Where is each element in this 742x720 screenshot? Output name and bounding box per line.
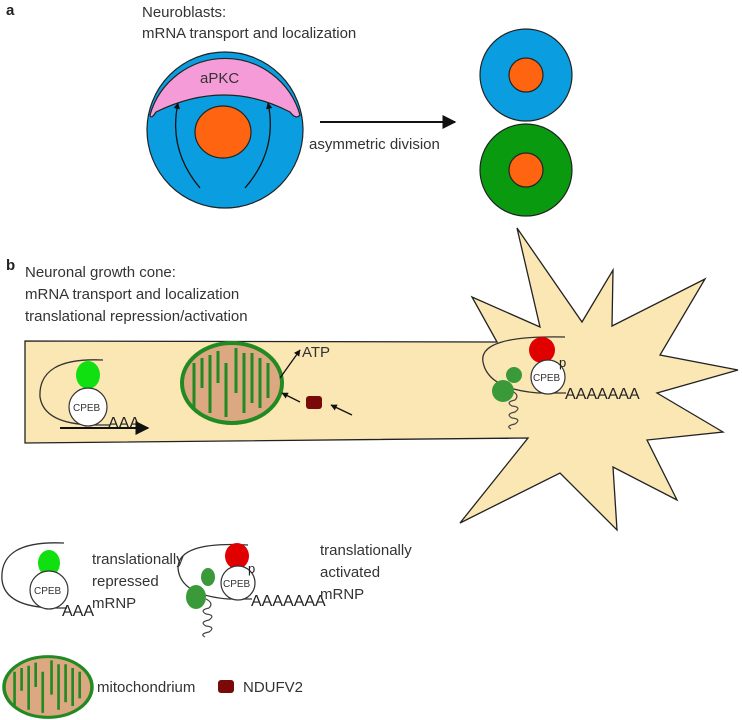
panel-a-title-line1: Neuroblasts: [142, 4, 226, 21]
legend-repressed-line2: repressed [92, 573, 159, 590]
ribosome-large-subunit [492, 380, 514, 402]
phospho-label: p [559, 355, 566, 370]
panel-b-title-line3: translational repression/activation [25, 308, 248, 325]
polya-tail-long: AAAAAAA [251, 593, 326, 610]
ribosome-small-subunit [506, 367, 522, 383]
cpeb [530, 359, 566, 395]
panel-b-label: b [6, 257, 15, 274]
legend-repressed-line3: mRNP [92, 595, 136, 612]
legend-activated-line1: translationally [320, 542, 412, 559]
panel-b-title-line2: mRNA transport and localization [25, 286, 239, 303]
phospho-label: p [248, 561, 255, 576]
apkc-label: aPKC [200, 70, 239, 87]
legend-ndufv2-swatch [218, 680, 234, 693]
cpeb [68, 387, 108, 427]
panel-b-title-line1: Neuronal growth cone: [25, 264, 176, 281]
polya-tail-short: AAA [62, 603, 94, 620]
cpeb-label: CPEB [34, 586, 62, 597]
polya-tail-short: AAA [108, 415, 140, 432]
transport-arrow-right [244, 102, 273, 189]
legend-repressed-line1: translationally [92, 551, 184, 568]
division-label: asymmetric division [309, 136, 440, 153]
activated-mrnp: CPEB p AAAAAAA [482, 336, 640, 430]
neuroblast-cell: aPKC [146, 51, 304, 209]
legend-mitochondrium-label: mitochondrium [97, 679, 195, 696]
cpeb-label: CPEB [223, 579, 251, 590]
mitochondrion [180, 341, 284, 425]
legend-repressed-mrnp: CPEB AAA [1, 542, 94, 620]
nucleus [194, 105, 252, 159]
import-arrow [281, 392, 301, 403]
panel-a-title-line2: mRNA transport and localization [142, 25, 356, 42]
ndufv2-protein [306, 396, 322, 409]
atp-label: ATP [302, 344, 330, 361]
repressor-protein [76, 361, 100, 389]
polya-tail-long: AAAAAAA [565, 386, 640, 403]
legend-activated-line2: activated [320, 564, 380, 581]
apkc-crescent [149, 57, 301, 118]
legend-activated-mrnp: CPEB p AAAAAAA [177, 543, 326, 638]
cpeb-label: CPEB [73, 403, 101, 414]
atp-arrow [279, 349, 301, 379]
cpeb-label: CPEB [533, 373, 561, 384]
nascent-peptide [508, 390, 519, 430]
synthesis-arrow [330, 404, 353, 416]
daughter-cell-blue [479, 28, 573, 122]
legend-activated-line3: mRNP [320, 586, 364, 603]
daughter-cell-green [479, 123, 573, 217]
legend-ndufv2-label: NDUFV2 [243, 679, 303, 696]
axon-and-growth-cone [24, 227, 739, 532]
phosphorylated-protein [529, 337, 555, 363]
transport-arrow-left [173, 102, 201, 189]
panel-a-label: a [6, 2, 15, 19]
legend-mitochondrion [2, 654, 94, 720]
